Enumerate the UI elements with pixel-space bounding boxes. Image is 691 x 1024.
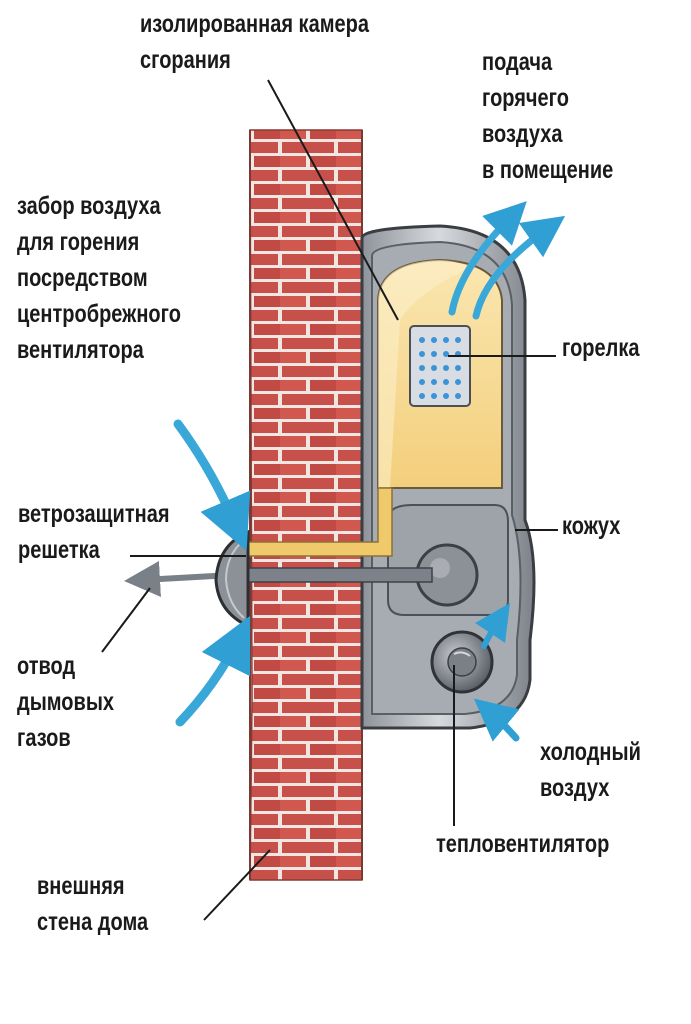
exhaust-pipe xyxy=(124,561,433,597)
label-fan-heater: тепловентилятор xyxy=(436,830,610,858)
fan-heater xyxy=(430,630,494,694)
burner xyxy=(409,325,471,407)
label-air-intake: забор воздуха для горения посредством це… xyxy=(17,192,181,364)
cold-air-arrows xyxy=(473,603,520,742)
blower-housing xyxy=(387,504,509,616)
label-outer-wall: внешняя стена дома xyxy=(37,872,149,936)
label-hot-air-supply: подача горячего воздуха в помещение xyxy=(482,48,614,184)
leader-chamber xyxy=(267,79,399,321)
label-burner: горелка xyxy=(562,334,640,362)
hot-air-arrows xyxy=(448,201,566,320)
leader-lines xyxy=(101,79,558,921)
label-exhaust: отвод дымовых газов xyxy=(17,652,115,752)
leader-wall xyxy=(203,849,271,921)
label-casing: кожух xyxy=(562,512,621,540)
label-cold-air: холодный воздух xyxy=(540,738,641,802)
brick-wall xyxy=(249,129,363,881)
label-wind-grille: ветрозащитная решетка xyxy=(18,500,170,564)
label-combustion-chamber: изолированная камера сгорания xyxy=(140,10,369,74)
leader-exhaust xyxy=(101,587,151,653)
intake-air-arrows xyxy=(173,419,251,727)
wind-grille xyxy=(214,529,250,629)
